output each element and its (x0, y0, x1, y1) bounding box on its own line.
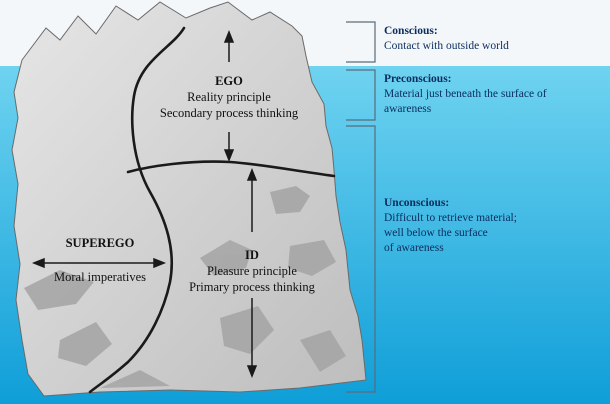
conscious-bracket (346, 21, 376, 63)
id-title: ID (245, 248, 259, 262)
superego-left-arrowhead (31, 257, 45, 269)
superego-right-arrowhead (153, 257, 167, 269)
ego-title: EGO (215, 74, 243, 88)
ego-up-arrowhead (223, 29, 235, 43)
ego-line-1: Reality principle (187, 90, 271, 104)
ego-line-2: Secondary process thinking (159, 106, 299, 120)
unconscious-line-1: Difficult to retrieve material; (384, 212, 517, 224)
unconscious-line-2: well below the surface (384, 227, 488, 239)
id-line-1: Pleasure principle (207, 264, 297, 278)
ego-boundary (126, 160, 336, 178)
superego-title: SUPEREGO (65, 236, 135, 250)
iceberg-shading (24, 186, 346, 388)
iceberg-body (11, 1, 367, 397)
preconscious-line-2: awareness (384, 103, 432, 115)
unconscious-title: Unconscious: (384, 197, 450, 209)
unconscious-bracket (346, 125, 376, 393)
conscious-title: Conscious: (384, 25, 438, 37)
id-down-arrowhead (246, 365, 258, 379)
preconscious-title: Preconscious: (384, 73, 452, 85)
ego-down-arrowhead (223, 149, 235, 163)
superego-line-1: Moral imperatives (54, 270, 146, 284)
superego-boundary (88, 26, 186, 394)
conscious-line-1: Contact with outside world (384, 40, 509, 52)
id-up-arrowhead (246, 167, 258, 181)
unconscious-line-3: of awareness (384, 242, 444, 254)
id-line-2: Primary process thinking (189, 280, 315, 294)
preconscious-bracket (346, 69, 376, 121)
preconscious-line-1: Material just beneath the surface of (384, 88, 547, 100)
